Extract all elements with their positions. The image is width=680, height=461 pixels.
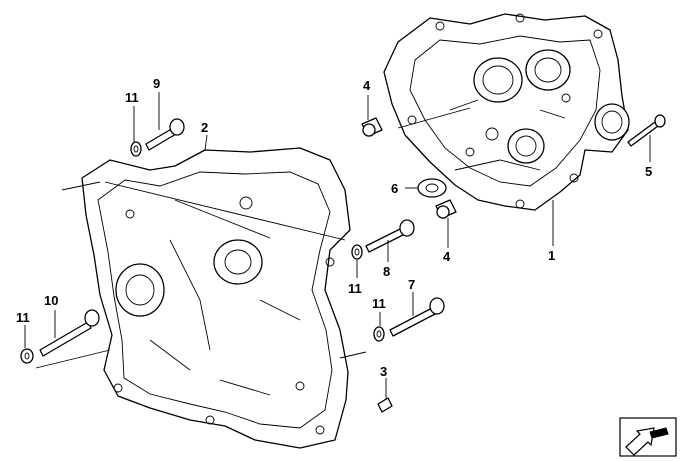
part-11-washer-mid2	[373, 326, 385, 342]
callout-5: 5	[645, 164, 652, 179]
callout-6: 6	[391, 181, 398, 196]
callout-7: 7	[408, 277, 415, 292]
callout-2: 2	[201, 120, 208, 135]
part-3-dowel-pin	[377, 397, 393, 413]
part-4-sleeve-top	[361, 117, 383, 137]
callout-10: 10	[44, 293, 58, 308]
callout-8: 8	[383, 264, 390, 279]
leader-lines	[24, 92, 651, 400]
callout-11-mid2: 11	[372, 296, 386, 311]
callout-11-mid1: 11	[348, 281, 362, 296]
callout-1: 1	[548, 248, 555, 263]
callout-4-top: 4	[363, 78, 371, 93]
callout-9: 9	[153, 76, 160, 91]
part-11-washer-top	[130, 141, 142, 157]
part-2-front-housing	[81, 147, 351, 449]
part-7-bolt	[389, 297, 445, 337]
part-10-bolt	[39, 309, 100, 357]
callout-11-top: 11	[125, 90, 139, 105]
callout-11-left: 11	[16, 310, 30, 325]
part-11-washer-left	[20, 348, 34, 364]
arrow-symbol-icon	[619, 417, 677, 457]
part-6-seal-ring	[417, 178, 447, 198]
part-5-bolt	[627, 114, 666, 147]
part-4-sleeve-bottom	[435, 199, 457, 219]
callouts: 1 2 3 4 4 5 6 7 8 9 10 11 11 11 11	[16, 76, 652, 379]
part-8-bolt	[365, 219, 415, 253]
part-11-washer-mid1	[351, 244, 363, 260]
callout-3: 3	[380, 364, 387, 379]
callout-4-bottom: 4	[443, 249, 451, 264]
part-1-rear-housing	[383, 13, 630, 211]
part-9-bolt	[145, 118, 185, 151]
